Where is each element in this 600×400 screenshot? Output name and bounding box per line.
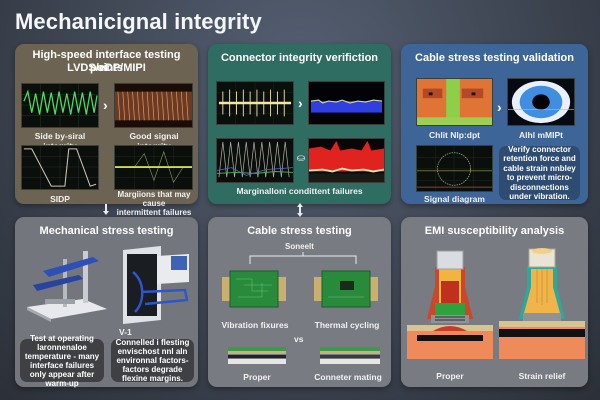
page-title: Mechanicignal integrity (15, 9, 262, 34)
connector-mating-stack-image (320, 346, 380, 366)
operating-temperature-note: Test at operating laronnenaloe temperatu… (20, 334, 104, 388)
caption: Thermal cycling (314, 320, 380, 330)
flow-arrow-bidirectional (299, 206, 301, 215)
panel-title: Mechanical stress testing (39, 225, 174, 237)
pcb-vibration-fixture-image (222, 269, 286, 309)
panel-high-speed-testing: High-speed interface testing points LVDS… (15, 44, 198, 217)
proper-mating-stack-image (228, 346, 286, 366)
multi-trace-waveform (216, 138, 294, 183)
arrow-up-icon (297, 203, 303, 207)
caption: Margiions that may cause intermittent fa… (110, 190, 198, 217)
arrow-right-icon: › (497, 99, 502, 115)
controlled-flexing-note: Connelled i flesting envischost nnl aln … (111, 338, 194, 383)
bracket-label: Soneelt (285, 242, 314, 251)
flex-test-fixture-image (23, 245, 108, 325)
yellow-pulse-waveform (216, 81, 294, 125)
arrow-right-icon: › (103, 97, 108, 113)
signal-diagram-plot (416, 145, 493, 192)
caption: Proper (436, 371, 464, 381)
caption: SIDP (50, 194, 70, 204)
caption: Alhl mMIPt (519, 130, 563, 140)
panel-title: Cable stress testing validation (415, 52, 574, 64)
pcb-thermal-cycling-image (314, 269, 378, 309)
caption-line: intermittent failures (116, 208, 192, 217)
sidp-waveform (21, 145, 99, 190)
panel-cable-stress: Cable stress testing Soneelt Vibration f… (208, 217, 391, 387)
caption: Conneter mating (314, 372, 382, 382)
caption-line: Margiions that may cause (117, 190, 191, 208)
panel-emi-susceptibility: EMI susceptibility analysis (401, 217, 588, 387)
marginal-waveform (114, 145, 193, 190)
vs-label: vs (294, 334, 304, 344)
orange-dense-waveform (114, 83, 193, 128)
arrow-down-icon (103, 211, 109, 215)
thermal-heatmap (416, 78, 493, 126)
panel-title: Connector integrity verifiction (220, 52, 379, 64)
green-sawtooth-waveform (21, 83, 99, 128)
strain-relief-connector-cross-section (499, 247, 585, 359)
caption: Vibration fixures (221, 320, 289, 330)
panel-title: EMI susceptibility analysis (424, 225, 565, 237)
caption: Proper (243, 372, 271, 382)
eye-diagram (507, 78, 575, 126)
proper-connector-cross-section (407, 247, 493, 359)
fixture-label: V-1 (119, 327, 132, 337)
connector-icon: ⛀ (296, 153, 306, 164)
caption: Chlit Nlp:dpt (429, 130, 480, 140)
flow-arrow-down (105, 204, 107, 213)
verify-connector-note: Verify connector retention force and cab… (499, 145, 580, 201)
red-spectrum-plot (308, 138, 385, 183)
bracket-connector (249, 252, 357, 264)
caption: Strain relief (518, 371, 566, 381)
panel-cable-validation: Cable stress testing validation › Chlit … (401, 44, 588, 204)
caption: Signal diagram (424, 194, 485, 204)
panel-title: Cable stress testing (247, 225, 352, 237)
panel-connector-integrity: Connector integrity verifiction › (208, 44, 391, 204)
controlled-flex-machine-image (115, 242, 193, 327)
arrow-right-icon: › (298, 95, 303, 111)
caption: Marginalloni condittent failures (236, 186, 363, 196)
panel-title: High-speed interface testing points (32, 49, 181, 74)
blue-spectrum-plot (308, 81, 385, 125)
arrow-down-icon (297, 213, 303, 217)
panel-mechanical-stress: Mechanical stress testing V-1 Test at op… (15, 217, 198, 388)
panel-subtitle: LVDS/eDP/MIPI (67, 62, 146, 74)
